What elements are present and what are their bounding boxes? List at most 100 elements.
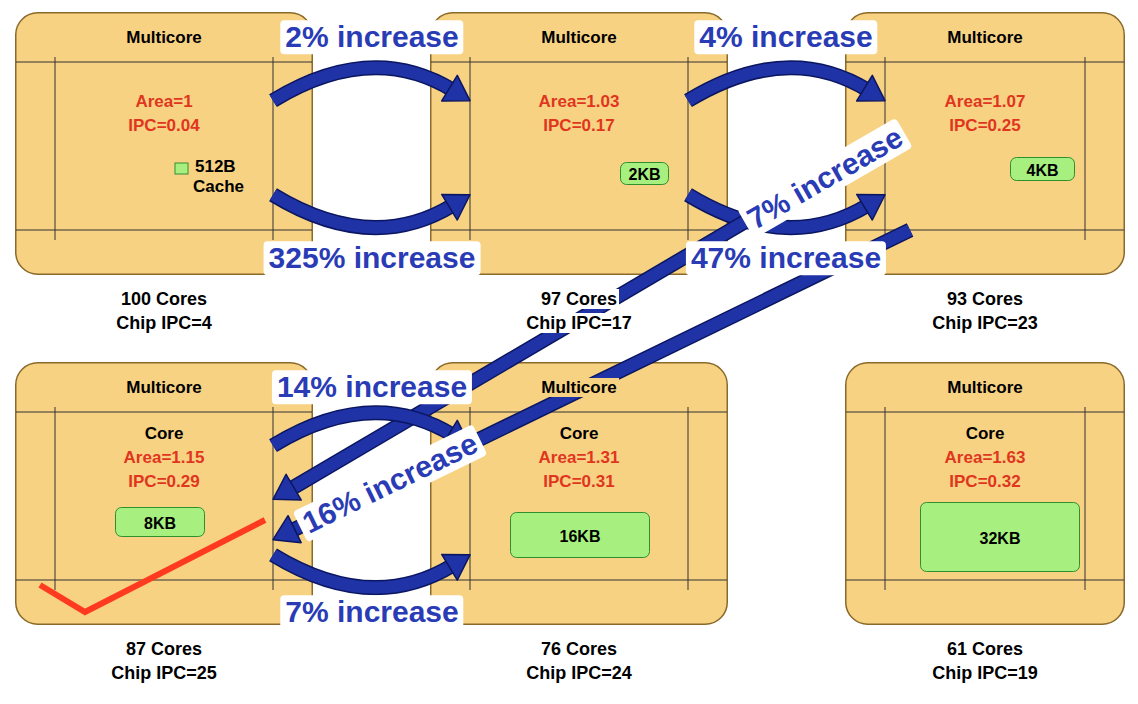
core-region: Area=1IPC=0.04 512B Cache bbox=[55, 62, 273, 230]
tile-caption: Chip IPC=24 bbox=[524, 663, 634, 683]
grid-line bbox=[885, 407, 886, 590]
core-region: CoreArea=1.15IPC=0.29 8KB bbox=[55, 412, 273, 580]
text-slot: Core bbox=[885, 424, 1085, 444]
grid-line bbox=[846, 62, 1124, 63]
text-slot: 93 Cores bbox=[845, 289, 1125, 311]
text-slot: 32KB bbox=[920, 529, 1080, 548]
edge-label: 4% increase bbox=[694, 20, 877, 54]
text-slot: IPC=0.04 bbox=[55, 116, 273, 136]
arrow-shaft-edge bbox=[273, 413, 453, 446]
multicore-tile: Multicore61 CoresChip IPC=19CoreArea=1.6… bbox=[845, 362, 1125, 625]
text-slot: Chip IPC=17 bbox=[430, 313, 728, 335]
arrow-shaft bbox=[273, 555, 453, 588]
cache-outline bbox=[621, 163, 669, 185]
edge-label: 325% increase bbox=[264, 241, 481, 275]
multicore-tile: Multicore97 CoresChip IPC=17Area=1.03IPC… bbox=[430, 12, 728, 275]
multicore-tile: Multicore87 CoresChip IPC=25CoreArea=1.1… bbox=[15, 362, 313, 625]
core-metric: IPC=0.29 bbox=[126, 472, 201, 491]
tile-caption: 100 Cores bbox=[119, 289, 209, 309]
core-metric: Area=1.31 bbox=[537, 448, 622, 467]
arrow-shaft-edge bbox=[273, 555, 453, 588]
text-slot: Multicore bbox=[845, 378, 1125, 398]
cache-size: 4KB bbox=[1024, 162, 1060, 179]
tile-heading: Multicore bbox=[124, 378, 204, 397]
core-label: Core bbox=[143, 424, 186, 443]
label-slot: 16% increase bbox=[293, 424, 488, 542]
core-region: Area=1.07IPC=0.25 4KB bbox=[885, 62, 1085, 230]
label-slot: 7% increase bbox=[280, 595, 463, 629]
shape-backdrop bbox=[430, 12, 728, 275]
text-slot: 87 Cores bbox=[15, 639, 313, 661]
text-slot: Multicore bbox=[15, 378, 313, 398]
core-metric: Area=1 bbox=[133, 92, 194, 111]
label-slot: 47% increase bbox=[686, 241, 886, 275]
grid-line bbox=[16, 230, 312, 231]
grid-line bbox=[1085, 407, 1086, 590]
grid-line bbox=[16, 580, 312, 581]
text-slot: Chip IPC=19 bbox=[845, 663, 1125, 685]
tile-caption: 76 Cores bbox=[539, 639, 619, 659]
shape-backdrop bbox=[845, 362, 1125, 625]
text-slot: Chip IPC=23 bbox=[845, 313, 1125, 335]
tile-heading: Multicore bbox=[945, 28, 1025, 47]
arrow-head bbox=[273, 474, 301, 500]
arrow-head bbox=[442, 75, 470, 101]
cache-size: 8KB bbox=[142, 515, 178, 532]
increase-arrow bbox=[273, 194, 470, 227]
cache-box: 2KB bbox=[620, 162, 669, 185]
cache-box: 4KB bbox=[1010, 157, 1075, 181]
text-slot: 512B Cache bbox=[193, 157, 255, 198]
text-slot: 16KB bbox=[510, 527, 650, 546]
edge-label: 47% increase bbox=[686, 241, 886, 275]
text-slot: IPC=0.31 bbox=[470, 472, 688, 492]
core-metric: IPC=0.17 bbox=[541, 116, 616, 135]
cache-size: 32KB bbox=[978, 530, 1023, 547]
tile-caption: 97 Cores bbox=[539, 289, 619, 309]
cache-outline bbox=[511, 513, 650, 558]
text-slot: 100 Cores bbox=[15, 289, 313, 311]
increase-arrow bbox=[273, 554, 470, 587]
text-slot: Core bbox=[470, 424, 688, 444]
arrow-head bbox=[442, 554, 470, 580]
cache-label: 512B Cache bbox=[193, 157, 246, 196]
tile-heading: Multicore bbox=[945, 378, 1025, 397]
cache-outline bbox=[1011, 158, 1075, 181]
grid-line bbox=[688, 57, 689, 240]
text-slot: Area=1.15 bbox=[55, 448, 273, 468]
arrow-shaft-edge bbox=[688, 68, 868, 101]
text-slot: Area=1.63 bbox=[885, 448, 1085, 468]
arrow-shaft bbox=[273, 413, 453, 446]
edge-label: 16% increase bbox=[293, 424, 488, 542]
text-slot: Multicore bbox=[430, 28, 728, 48]
multicore-tile: Multicore100 CoresChip IPC=4Area=1IPC=0.… bbox=[15, 12, 313, 275]
core-metric: Area=1.15 bbox=[122, 448, 207, 467]
arrow-shaft-edge bbox=[273, 68, 453, 101]
core-region: CoreArea=1.31IPC=0.31 16KB bbox=[470, 412, 688, 580]
grid-line bbox=[846, 230, 1124, 231]
tile-caption: Chip IPC=19 bbox=[930, 663, 1040, 683]
tile-outline bbox=[16, 13, 313, 275]
grid-line bbox=[846, 412, 1124, 413]
arrow-head bbox=[857, 75, 885, 101]
text-slot: Core bbox=[55, 424, 273, 444]
text-slot: Area=1.07 bbox=[885, 92, 1085, 112]
increase-arrow bbox=[688, 68, 885, 101]
text-slot: IPC=0.25 bbox=[885, 116, 1085, 136]
cache-size: 2KB bbox=[626, 166, 662, 183]
text-slot: Chip IPC=4 bbox=[15, 313, 313, 335]
core-label: Core bbox=[964, 424, 1007, 443]
tile-caption: 93 Cores bbox=[945, 289, 1025, 309]
grid-line bbox=[1085, 57, 1086, 240]
cache-box: 512B Cache bbox=[175, 157, 255, 198]
text-slot: Multicore bbox=[845, 28, 1125, 48]
core-region: CoreArea=1.63IPC=0.3232KB bbox=[885, 412, 1085, 580]
tile-caption: 61 Cores bbox=[945, 639, 1025, 659]
edge-label: 7% increase bbox=[280, 595, 463, 629]
text-slot: Multicore bbox=[430, 378, 728, 398]
text-slot: Chip IPC=24 bbox=[430, 663, 728, 685]
grid-line bbox=[55, 407, 56, 590]
text-slot: Chip IPC=25 bbox=[15, 663, 313, 685]
grid-line bbox=[431, 62, 727, 63]
arrow-shaft bbox=[273, 195, 453, 228]
